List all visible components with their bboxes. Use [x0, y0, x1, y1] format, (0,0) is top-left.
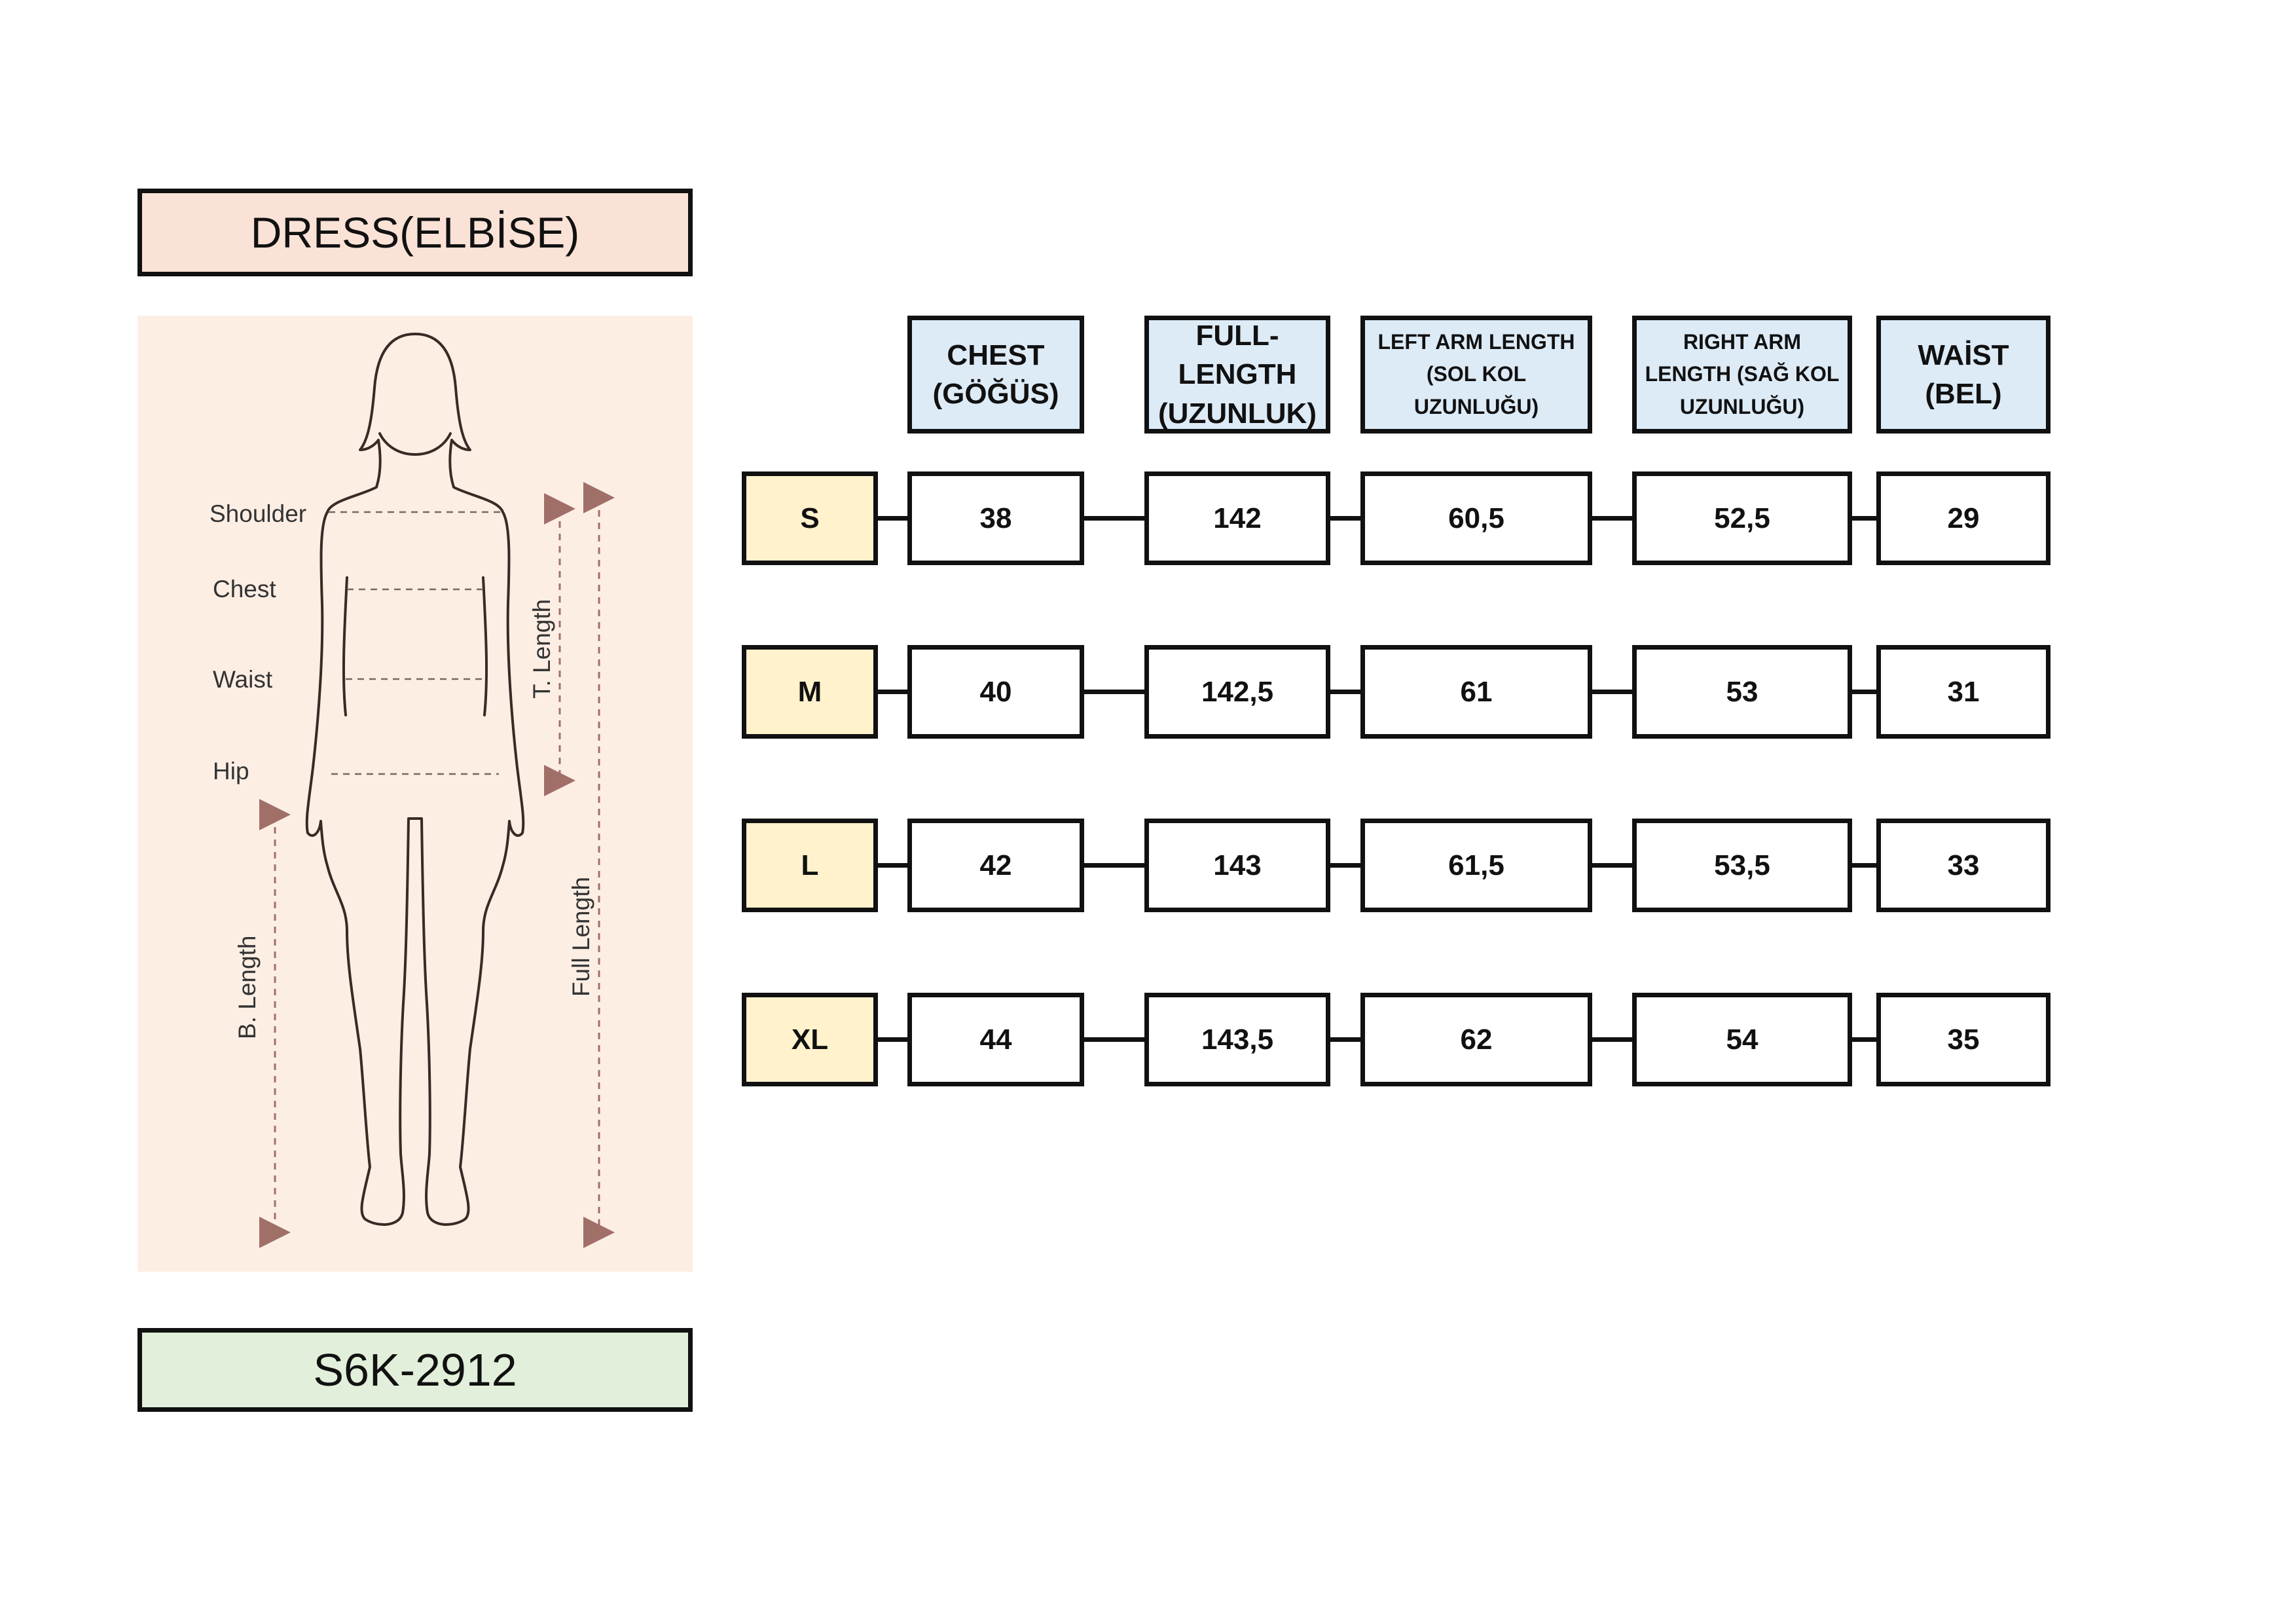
cell-s-full-length: 142 [1144, 471, 1330, 565]
silhouette-outline [305, 333, 525, 1227]
connector [1592, 516, 1632, 521]
cell-s-waist: 29 [1876, 471, 2050, 565]
title-text: DRESS(ELBİSE) [250, 208, 580, 257]
connector [1330, 516, 1360, 521]
cell-s-left-arm: 60,5 [1360, 471, 1592, 565]
cell-s-chest: 38 [907, 471, 1084, 565]
label-chest: Chest [213, 576, 276, 602]
label-waist: Waist [213, 666, 273, 693]
cell-xl-waist: 35 [1876, 993, 2050, 1086]
cell-m-full-length: 142,5 [1144, 645, 1330, 739]
connector [1084, 1037, 1144, 1042]
header-full-length: FULL-LENGTH(UZUNLUK) [1144, 316, 1330, 434]
cell-l-waist: 33 [1876, 819, 2050, 912]
size-m: M [742, 645, 878, 739]
body-measurement-figure: Shoulder Chest Waist Hip T. Length Full … [137, 316, 693, 1272]
label-hip: Hip [213, 758, 249, 784]
connector [1852, 863, 1876, 868]
connector [1084, 863, 1144, 868]
label-t-length: T. Length [528, 599, 555, 699]
label-full-length: Full Length [568, 877, 594, 997]
cell-xl-right-arm: 54 [1632, 993, 1852, 1086]
connector [1084, 690, 1144, 694]
size-xl: XL [742, 993, 878, 1086]
connector [1852, 516, 1876, 521]
cell-xl-left-arm: 62 [1360, 993, 1592, 1086]
connector [878, 1037, 907, 1042]
cell-m-right-arm: 53 [1632, 645, 1852, 739]
connector [878, 690, 907, 694]
cell-xl-chest: 44 [907, 993, 1084, 1086]
connector [1852, 690, 1876, 694]
connector [1330, 690, 1360, 694]
connector [878, 516, 907, 521]
cell-s-right-arm: 52,5 [1632, 471, 1852, 565]
cell-m-chest: 40 [907, 645, 1084, 739]
product-code-text: S6K-2912 [313, 1344, 517, 1395]
connector [1330, 1037, 1360, 1042]
connector [1084, 516, 1144, 521]
label-b-length: B. Length [234, 936, 261, 1039]
connector [1852, 1037, 1876, 1042]
product-code: S6K-2912 [137, 1328, 693, 1412]
connector [1592, 690, 1632, 694]
cell-l-chest: 42 [907, 819, 1084, 912]
cell-l-left-arm: 61,5 [1360, 819, 1592, 912]
page-title: DRESS(ELBİSE) [137, 189, 693, 276]
cell-m-waist: 31 [1876, 645, 2050, 739]
cell-l-right-arm: 53,5 [1632, 819, 1852, 912]
woman-silhouette-illustration: Shoulder Chest Waist Hip T. Length Full … [210, 333, 615, 1248]
connector [1330, 863, 1360, 868]
measurement-guides [329, 511, 501, 775]
cell-m-left-arm: 61 [1360, 645, 1592, 739]
header-waist: WAİST(BEL) [1876, 316, 2050, 434]
cell-xl-full-length: 143,5 [1144, 993, 1330, 1086]
connector [1592, 1037, 1632, 1042]
size-s: S [742, 471, 878, 565]
cell-l-full-length: 143 [1144, 819, 1330, 912]
label-shoulder: Shoulder [210, 500, 306, 527]
connector [1592, 863, 1632, 868]
connector [878, 863, 907, 868]
length-arrows [259, 482, 615, 1248]
header-chest: CHEST(GÖĞÜS) [907, 316, 1084, 434]
size-l: L [742, 819, 878, 912]
